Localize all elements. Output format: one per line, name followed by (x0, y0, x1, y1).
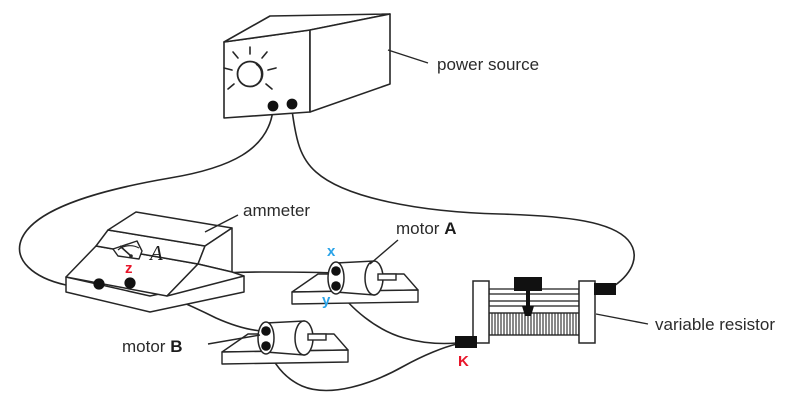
rheostat-rail-lower (488, 300, 580, 307)
terminal-label-k: K (458, 353, 469, 370)
power-source-side-face (309, 13, 391, 113)
motor-a-label-letter: A (444, 219, 456, 238)
ammeter-terminal-z[interactable] (124, 277, 136, 289)
motor-b-terminal-upper[interactable] (261, 326, 271, 336)
terminal-label-y: y (322, 292, 331, 309)
wire-motor-a-y-to-k (336, 287, 458, 345)
motor-a[interactable]: x y (291, 243, 419, 309)
power-source-leader-line (387, 49, 429, 64)
ammeter-body-side (166, 263, 245, 297)
ammeter-unit-symbol: A (148, 241, 163, 265)
ammeter-leader-line (204, 214, 239, 233)
power-source-terminal-right[interactable] (286, 98, 298, 110)
motor-a-shaft (377, 273, 397, 281)
motor-b-label-word: motor (122, 337, 166, 356)
rheostat-post-right (578, 280, 596, 344)
terminal-label-x: x (327, 243, 336, 260)
motor-b-leader-line (207, 334, 261, 345)
motor-b-terminal-lower[interactable] (261, 341, 271, 351)
motor-b-label-letter: B (170, 337, 182, 356)
wire-motor-b-to-k (265, 343, 458, 392)
variable-resistor-label: variable resistor (655, 315, 775, 334)
rheostat-slider-knob[interactable] (514, 277, 542, 291)
motor-a-terminal-x[interactable] (331, 266, 341, 276)
motor-b-shaft (307, 333, 327, 341)
rheostat-slider-shoe (522, 306, 534, 316)
terminal-label-z: z (125, 260, 133, 277)
wire-power-right-to-rheostat (291, 109, 635, 287)
motor-b[interactable] (221, 320, 349, 365)
ammeter-label: ammeter (243, 201, 310, 220)
motor-a-label: motor A (396, 219, 456, 238)
rheostat-slider-stem (526, 289, 530, 311)
variable-resistor-leader-line (595, 313, 649, 325)
rheostat-coil-windings (491, 313, 577, 335)
motor-a-label-word: motor (396, 219, 440, 238)
power-source-knob-icon[interactable] (223, 46, 277, 90)
motor-a-leader-line (369, 239, 399, 265)
ammeter-terminal-left[interactable] (93, 278, 105, 290)
variable-resistor[interactable]: K (455, 277, 616, 370)
power-source-label: power source (437, 55, 539, 74)
ammeter[interactable]: A z (65, 211, 245, 313)
rheostat-terminal-right[interactable] (594, 283, 616, 295)
power-source-terminal-left[interactable] (267, 100, 279, 112)
ammeter-gauge-icon (112, 240, 143, 260)
power-source[interactable] (223, 13, 391, 119)
rheostat-terminal-k[interactable] (455, 336, 477, 348)
motor-b-label: motor B (122, 337, 182, 356)
motor-a-terminal-y[interactable] (331, 281, 341, 291)
rheostat-post-left (472, 280, 490, 344)
